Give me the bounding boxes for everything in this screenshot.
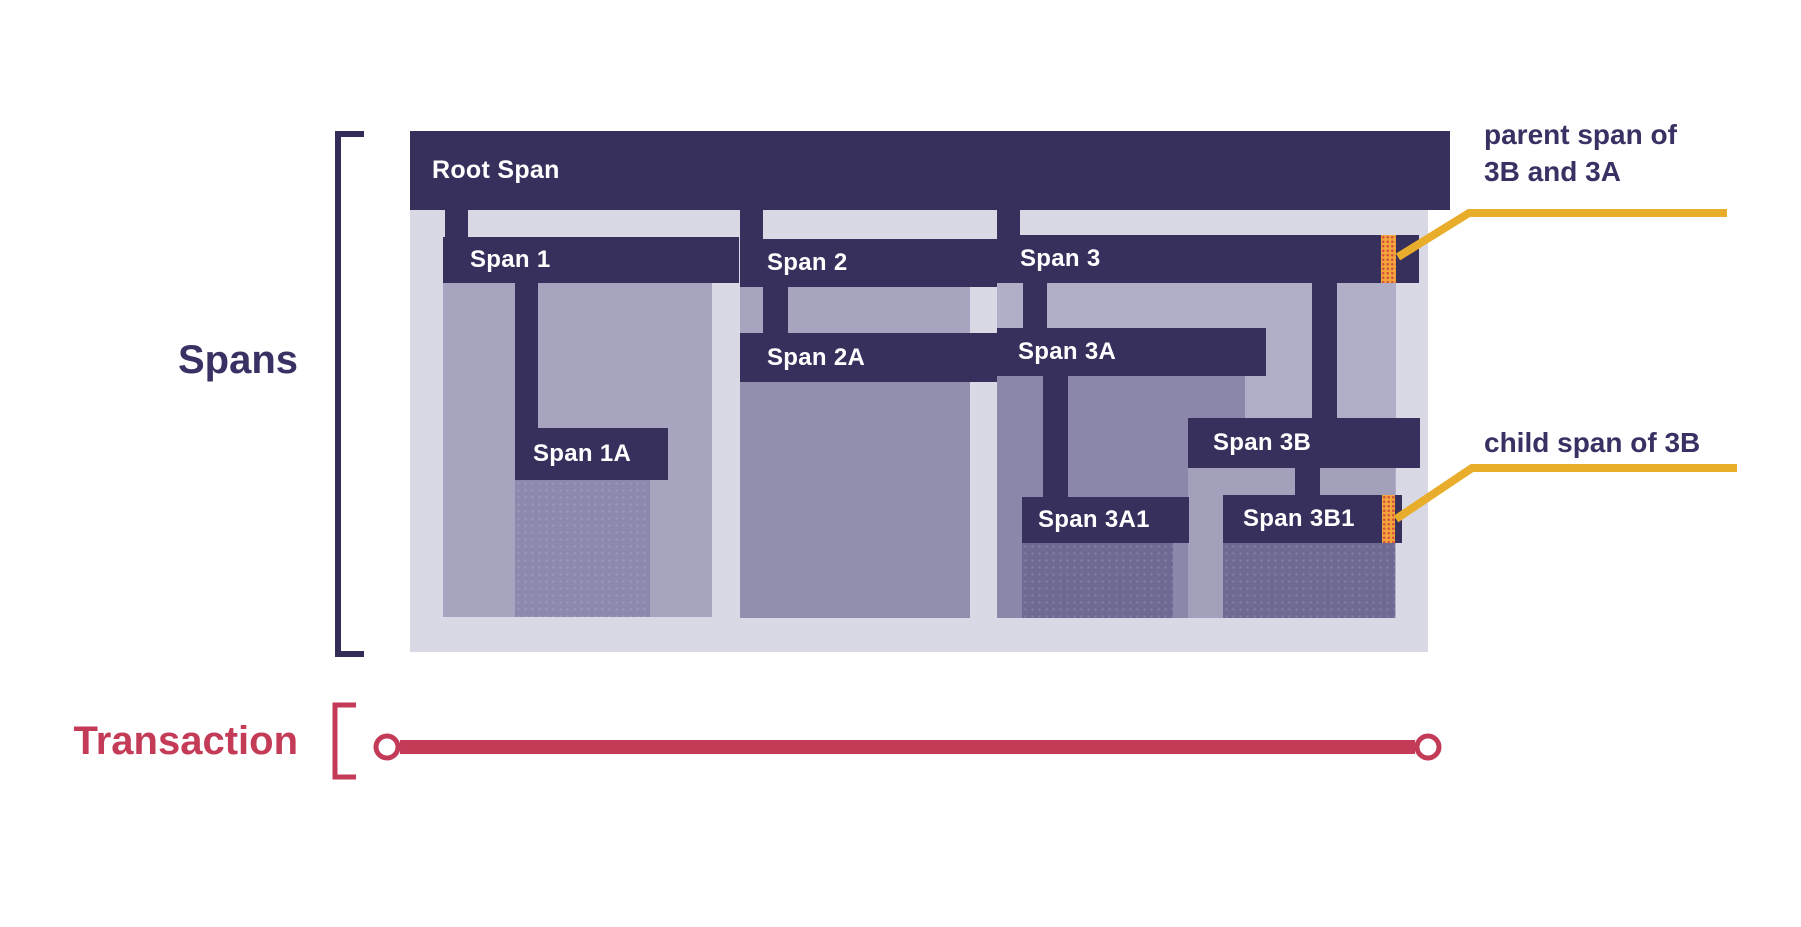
child-span-annotation: child span of 3B [1484, 427, 1701, 458]
connector-span3b-span3b1 [1295, 467, 1320, 496]
child-span-callout-line [1393, 464, 1737, 523]
child-span-marker [1382, 495, 1395, 543]
transaction-end-circle [1414, 733, 1442, 761]
parent-span-annotation-line2: 3B and 3A [1484, 156, 1621, 187]
span-bar-root-label: Root Span [432, 156, 560, 184]
connector-span3-span3a [1023, 282, 1047, 329]
span-bar-3b: Span 3B [1188, 418, 1420, 468]
span-bar-root: Root Span [410, 131, 1450, 210]
connector-span3-span3b [1312, 282, 1337, 419]
span-bar-2a-label: Span 2A [767, 343, 866, 371]
parent-span-callout-line [1395, 209, 1727, 261]
connector-span2-span2a [763, 286, 788, 334]
span-bar-3a1-label: Span 3A1 [1038, 506, 1150, 533]
span-bar-1a-label: Span 1A [533, 440, 632, 467]
connector-span3a-span3a1 [1043, 375, 1068, 498]
spans-label: Spans [177, 338, 298, 382]
span3a1-duration-region [1022, 543, 1173, 618]
span-bar-3: Span 3 [997, 235, 1419, 283]
transaction-label: Transaction [73, 719, 298, 763]
span-bar-3a-label: Span 3A [1018, 338, 1117, 365]
span3b1-duration-region [1223, 543, 1395, 618]
span-bar-3b-label: Span 3B [1213, 429, 1312, 456]
spans-bracket [335, 131, 364, 657]
connector-root-span2 [740, 209, 763, 240]
span-bar-1: Span 1 [443, 237, 739, 283]
span2a-duration-region [740, 382, 970, 618]
span-bar-3b1-label: Span 3B1 [1243, 505, 1355, 532]
span1a-duration-region [515, 480, 650, 617]
span-bar-3a1: Span 3A1 [1022, 497, 1189, 543]
parent-span-marker [1381, 235, 1396, 283]
connector-root-span1 [445, 209, 468, 238]
span-bar-1-label: Span 1 [470, 246, 551, 273]
span-bar-2-label: Span 2 [767, 249, 848, 276]
span-bar-2a: Span 2A [740, 333, 997, 382]
span-bar-2: Span 2 [740, 239, 997, 287]
transaction-bracket [332, 702, 356, 780]
connector-root-span3 [997, 209, 1020, 236]
parent-span-annotation-line1: parent span of [1484, 119, 1677, 150]
span-bar-3b1: Span 3B1 [1223, 495, 1402, 543]
parent-span-annotation: parent span of 3B and 3A [1484, 116, 1677, 190]
span-bar-3a: Span 3A [997, 328, 1266, 376]
span-bar-3-label: Span 3 [1020, 245, 1101, 272]
span-bar-1a: Span 1A [515, 428, 668, 480]
connector-span1-span1a [515, 282, 538, 429]
transaction-start-circle [373, 733, 401, 761]
